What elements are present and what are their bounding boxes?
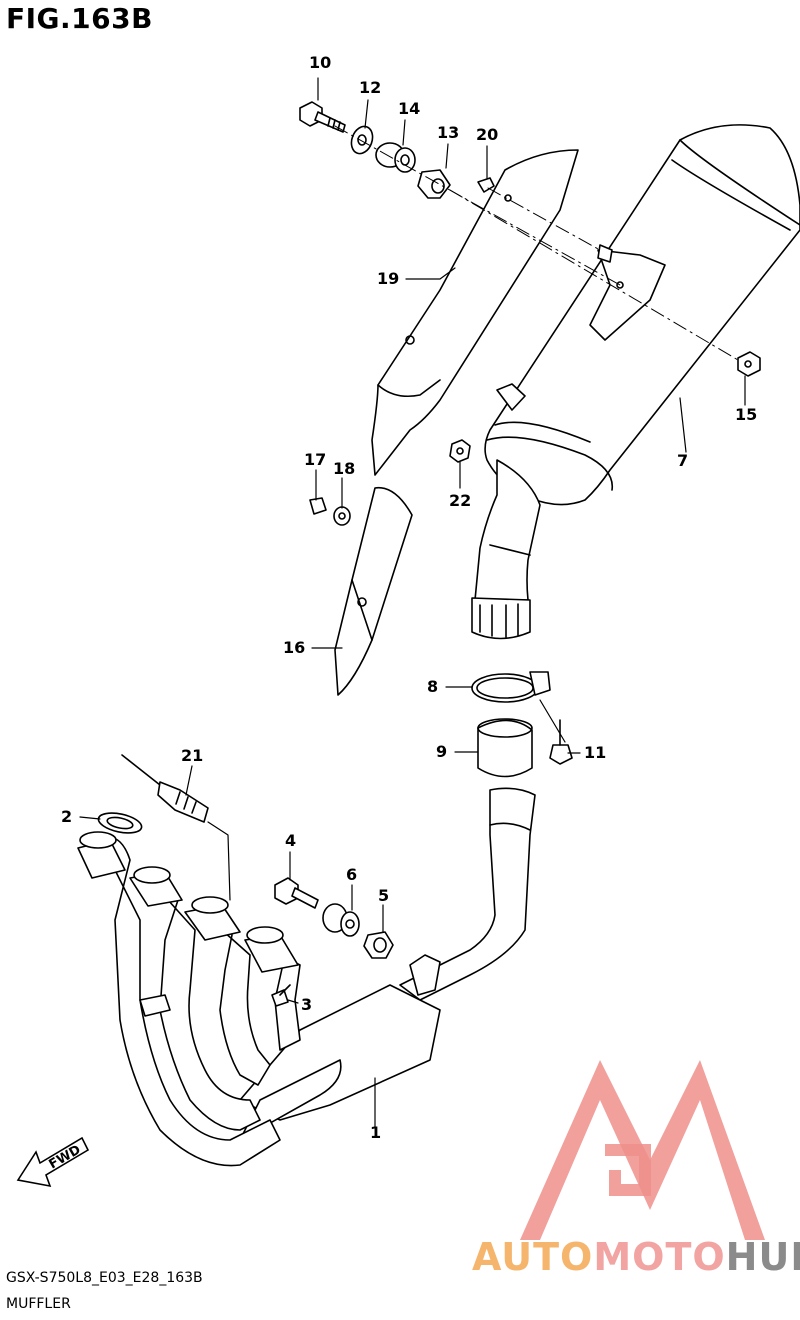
- callout-15: 15: [735, 405, 758, 424]
- bolt-11: [549, 719, 573, 765]
- callout-16: 16: [283, 638, 306, 657]
- callout-19: 19: [377, 269, 400, 288]
- callout-1: 1: [370, 1123, 382, 1142]
- callout-20: 20: [476, 125, 499, 144]
- watermark-auto: AUTO: [472, 1235, 594, 1279]
- watermark-moto: MOTO: [593, 1235, 726, 1279]
- callout-5: 5: [378, 886, 390, 905]
- exhaust-pipe-assembly: [77, 787, 536, 1167]
- callout-9: 9: [436, 742, 448, 761]
- watermark-logo-icon: [520, 1060, 765, 1240]
- screw-20: [477, 177, 495, 193]
- bolt-3: [271, 984, 291, 1007]
- footer-model-code: GSX-S750L8_E03_E28_163B: [6, 1270, 203, 1286]
- washer-12: [350, 125, 374, 155]
- callout-13: 13: [437, 123, 460, 142]
- nut-15: [737, 351, 761, 377]
- callout-4: 4: [285, 831, 297, 850]
- figure-title: FIG.163B: [6, 2, 153, 35]
- screw-17: [309, 497, 327, 515]
- watermark-hub: HUB: [725, 1235, 800, 1279]
- muffler-body: [484, 124, 800, 506]
- callout-7: 7: [677, 451, 689, 470]
- callout-17: 17: [304, 450, 327, 469]
- callout-10: 10: [309, 53, 332, 72]
- callout-18: 18: [333, 459, 356, 478]
- callout-11: 11: [584, 743, 607, 762]
- heat-shield-lower: [334, 486, 413, 696]
- heat-shield-upper: [371, 149, 579, 476]
- muffler-bracket: [589, 244, 666, 341]
- callout-14: 14: [398, 99, 421, 118]
- collar-5: [363, 931, 394, 959]
- reference-lines: [334, 125, 739, 361]
- callout-2: 2: [61, 807, 73, 826]
- nut-22: [449, 439, 471, 463]
- collar-13: [417, 169, 451, 199]
- bolt-4: [274, 877, 319, 909]
- callout-6: 6: [346, 865, 358, 884]
- gasket-9: [477, 718, 533, 778]
- watermark-text: AUTOMOTOHUB: [472, 1235, 800, 1279]
- washer-18: [333, 506, 351, 526]
- o2-sensor-21: [121, 754, 209, 823]
- leader-lines: [79, 77, 746, 1129]
- callout-22: 22: [449, 491, 472, 510]
- muffler-inlet-pipe: [471, 459, 541, 640]
- callout-21: 21: [181, 746, 204, 765]
- clamp-8: [471, 671, 551, 703]
- fwd-arrow-icon: [16, 1136, 90, 1188]
- callout-12: 12: [359, 78, 382, 97]
- footer-part-name: MUFFLER: [6, 1296, 71, 1312]
- spacer-6: [322, 903, 360, 937]
- callout-3: 3: [301, 995, 313, 1014]
- callout-8: 8: [427, 677, 439, 696]
